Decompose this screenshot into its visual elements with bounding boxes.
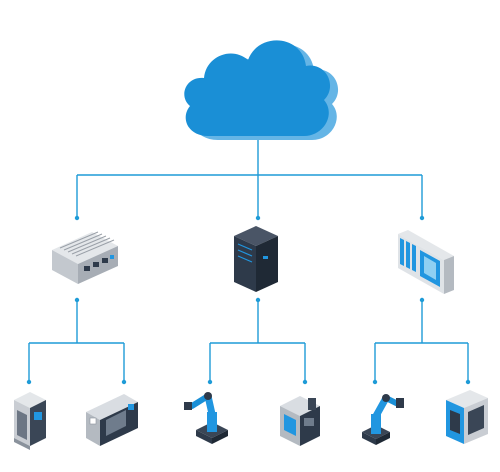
robot-arm-icon bbox=[362, 394, 404, 445]
plc-controller-icon bbox=[398, 230, 454, 294]
server-tower-icon bbox=[234, 226, 278, 292]
industrial-gateway-icon bbox=[52, 231, 118, 284]
cnc-lathe-icon bbox=[86, 394, 138, 446]
robot-arm-icon bbox=[184, 392, 228, 444]
electrical-cabinet-icon bbox=[14, 392, 46, 450]
test-chamber-icon bbox=[446, 390, 488, 444]
cloud-icon bbox=[184, 40, 339, 140]
connectors bbox=[28, 132, 469, 382]
cnc-milling-machine-icon bbox=[280, 396, 320, 446]
